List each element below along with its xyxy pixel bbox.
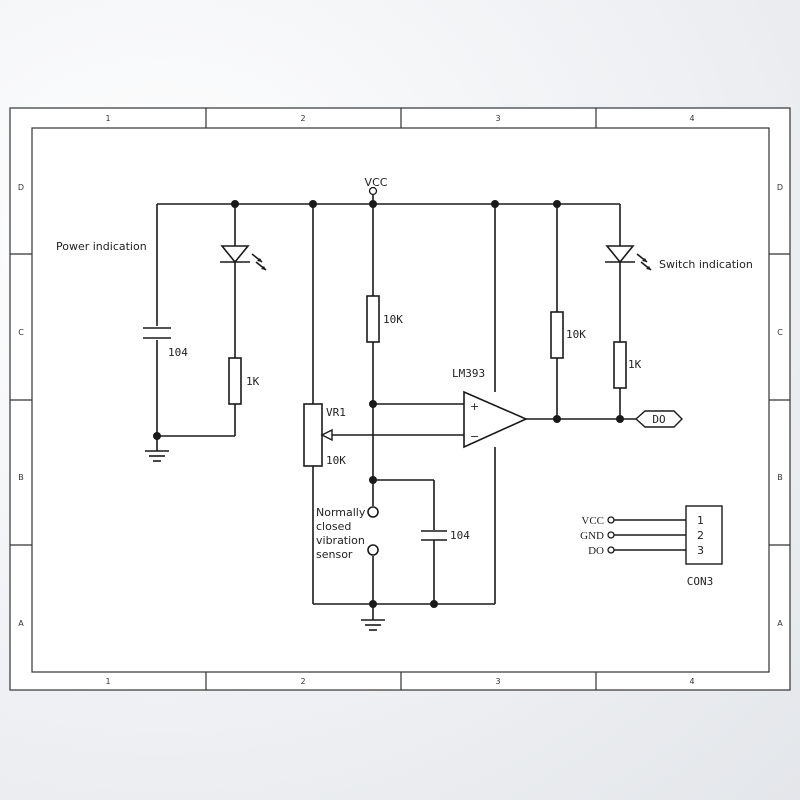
sensor-label-2: closed bbox=[316, 520, 351, 533]
cap-left-label: 104 bbox=[168, 346, 188, 359]
res-10k-right-label: 10K bbox=[566, 328, 586, 341]
zone-col-3-bottom: 3 bbox=[495, 677, 500, 686]
con3-pin2-label: GND bbox=[580, 530, 604, 542]
vr1-label: VR1 bbox=[326, 406, 346, 419]
wiper-arrow-icon bbox=[320, 428, 333, 442]
sensor-label-4: sensor bbox=[316, 548, 353, 561]
zone-col-4-top: 4 bbox=[689, 114, 694, 123]
do-port-label: DO bbox=[652, 413, 665, 426]
lm393-label: LM393 bbox=[452, 367, 485, 380]
zone-col-2-bottom: 2 bbox=[300, 677, 305, 686]
vcc-label: VCC bbox=[365, 176, 388, 189]
zone-col-1-top: 1 bbox=[105, 114, 110, 123]
res-1k-left-label: 1K bbox=[246, 375, 260, 388]
ground-bottom-icon bbox=[361, 619, 385, 631]
resistor-10k-right bbox=[550, 311, 564, 359]
zone-col-4-bottom: 4 bbox=[689, 677, 694, 686]
zone-row-c-right: C bbox=[777, 328, 783, 337]
sensor-label-3: vibration bbox=[316, 534, 365, 547]
potentiometer-vr1 bbox=[303, 403, 323, 467]
vibration-sensor-switch bbox=[367, 506, 379, 556]
resistor-1k-right bbox=[613, 341, 627, 389]
connector-con3 bbox=[607, 505, 723, 565]
comparator-lm393 bbox=[463, 390, 528, 449]
con3-pin1-label: VCC bbox=[581, 515, 604, 527]
zone-row-d-right: D bbox=[777, 183, 783, 192]
capacitor-bottom bbox=[421, 530, 447, 541]
con3-name-label: CON3 bbox=[687, 575, 714, 588]
plus-sign: + bbox=[470, 400, 479, 413]
junction-dots bbox=[153, 200, 624, 608]
zone-row-d-left: D bbox=[18, 183, 24, 192]
resistor-10k-mid bbox=[366, 295, 380, 343]
outer-frame bbox=[9, 107, 791, 691]
vr1-value-label: 10K bbox=[326, 454, 346, 467]
zone-row-a-right: A bbox=[777, 619, 783, 628]
con3-pin3-label: DO bbox=[588, 545, 604, 557]
zone-col-3-top: 3 bbox=[495, 114, 500, 123]
switch-indication-label: Switch indication bbox=[659, 258, 753, 271]
con3-pin1-number: 1 bbox=[697, 514, 704, 527]
cap-bottom-label: 104 bbox=[450, 529, 470, 542]
led-power-icon bbox=[220, 245, 267, 271]
zone-row-c-left: C bbox=[18, 328, 24, 337]
zone-row-b-right: B bbox=[777, 473, 783, 482]
led-switch-icon bbox=[605, 245, 652, 271]
res-1k-right-label: 1K bbox=[628, 358, 642, 371]
power-indication-label: Power indication bbox=[56, 240, 147, 253]
res-10k-mid-label: 10K bbox=[383, 313, 403, 326]
sensor-label-1: Normally bbox=[316, 506, 366, 519]
minus-sign: − bbox=[470, 430, 479, 443]
con3-pin3-number: 3 bbox=[697, 544, 704, 557]
resistor-1k-left bbox=[228, 357, 242, 405]
zone-col-2-top: 2 bbox=[300, 114, 305, 123]
zone-row-b-left: B bbox=[18, 473, 24, 482]
ground-left-icon bbox=[145, 450, 169, 462]
capacitor-left bbox=[143, 327, 171, 339]
zone-row-a-left: A bbox=[18, 619, 24, 628]
do-port bbox=[634, 410, 683, 428]
zone-col-1-bottom: 1 bbox=[105, 677, 110, 686]
vcc-pin-icon bbox=[368, 186, 378, 196]
con3-pin2-number: 2 bbox=[697, 529, 704, 542]
